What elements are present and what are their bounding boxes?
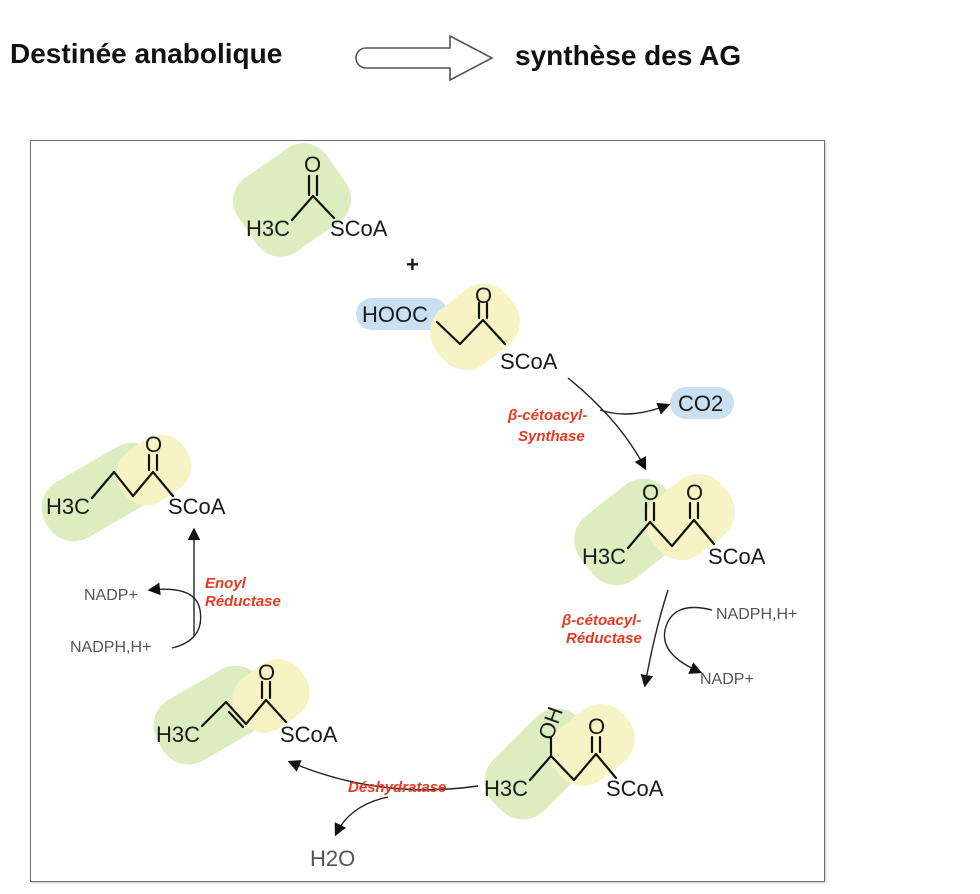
nadph-label-1: NADPH,H+ [716, 606, 797, 623]
butyryl-scoa: SCoA [168, 494, 226, 519]
malonyl-coa: HOOC O SCoA [356, 283, 558, 374]
bond [264, 698, 288, 724]
hydroxy-o: O [588, 714, 605, 739]
blue-highlight [356, 298, 448, 330]
malonyl-scoa: SCoA [500, 349, 558, 374]
hollow-arrow-icon [355, 34, 494, 82]
crotonyl-o: O [258, 660, 275, 685]
acetoacetyl-scoa: SCoA [708, 544, 766, 569]
bond [435, 320, 462, 346]
synthase-label-2: Synthase [518, 428, 585, 445]
enoyl-label-2: Réductase [205, 593, 281, 610]
co2-release-arrow [599, 402, 671, 415]
blue-highlight [670, 387, 734, 419]
bond [311, 194, 336, 220]
bond [90, 470, 116, 500]
plus-sign: + [406, 252, 419, 277]
nadph-oxidation-arrow [663, 606, 713, 674]
acetoacetyl-coa: H3C O O SCoA [574, 473, 766, 586]
bond [131, 470, 155, 498]
crotonyl-coa: H3C O SCoA [153, 659, 338, 765]
co2-label: CO2 [678, 391, 723, 416]
h2o-label: H2O [310, 846, 355, 871]
acetyl-o: O [304, 152, 321, 177]
butyryl-h3c: H3C [46, 494, 90, 519]
nadph-oxidation-arrow-2 [147, 582, 202, 649]
hydroxy-scoa: SCoA [606, 776, 664, 801]
water-release-arrow [334, 796, 389, 837]
green-highlight [232, 143, 352, 257]
bond [594, 752, 618, 780]
butyryl-coa: H3C O SCoA [41, 432, 226, 542]
bond [290, 194, 315, 222]
header-left-text: Destinée anabolique [10, 38, 283, 69]
crotonyl-scoa: SCoA [280, 722, 338, 747]
malonyl-o: O [475, 283, 492, 308]
nadph-label-2: NADPH,H+ [70, 639, 151, 656]
crotonyl-h3c: H3C [156, 722, 200, 747]
bond [481, 318, 507, 346]
bond [626, 520, 652, 550]
bond [458, 318, 485, 346]
bond [227, 710, 245, 729]
acetoacetyl-h3c: H3C [582, 544, 626, 569]
bond [692, 518, 716, 546]
bond [648, 520, 674, 548]
acetoacetyl-o2: O [686, 480, 703, 505]
reductase-arrow [640, 589, 669, 688]
header-right-text: synthèse des AG [515, 40, 742, 71]
acetyl-coa: H3C O SCoA [232, 143, 388, 257]
bond [670, 518, 696, 548]
yellow-highlight [116, 434, 192, 506]
synthase-label-1: β-cétoacyl- [507, 407, 587, 424]
acetyl-scoa: SCoA [330, 216, 388, 241]
hydroxy-h3c: H3C [484, 776, 528, 801]
bond [549, 754, 576, 782]
reductase-label-2: Réductase [566, 630, 642, 647]
acetyl-h3c: H3C [246, 216, 290, 241]
bond [151, 470, 175, 498]
bond [528, 754, 553, 782]
butyryl-o: O [145, 432, 162, 457]
reductase-label-1: β-cétoacyl- [561, 612, 641, 629]
bond [224, 700, 248, 726]
nadp-label-1: NADP+ [700, 671, 754, 688]
dehydratase-arrow [287, 760, 479, 791]
bond [200, 700, 228, 728]
dehydratase-label: Déshydratase [348, 779, 446, 796]
bond [244, 698, 268, 726]
bond [572, 752, 598, 782]
acetoacetyl-o1: O [642, 480, 659, 505]
enoyl-label-1: Enoyl [205, 575, 247, 592]
bond [112, 470, 135, 498]
hydroxybutyryl-coa: H3C OH O SCoA [484, 703, 664, 820]
nadp-label-2: NADP+ [84, 587, 138, 604]
synthase-arrow [567, 377, 647, 471]
malonyl-hooc: HOOC [362, 302, 428, 327]
